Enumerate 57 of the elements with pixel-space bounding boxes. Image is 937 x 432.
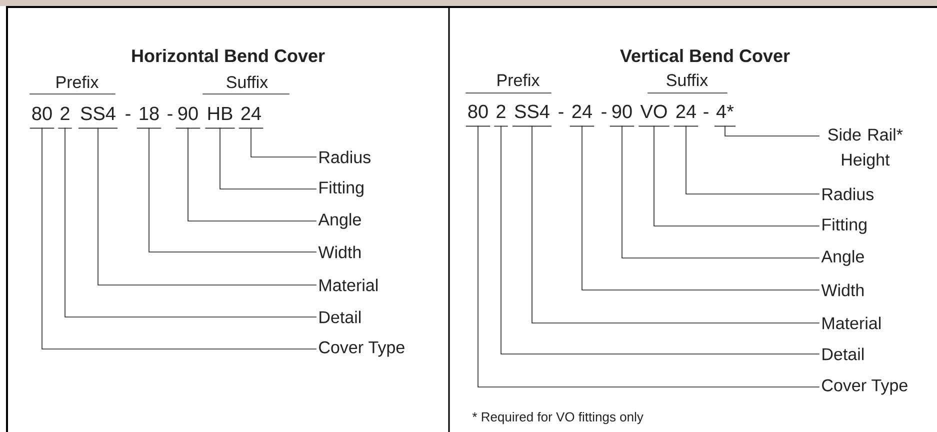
section-heading: Vertical Bend Cover (620, 48, 790, 62)
leader-line (686, 126, 820, 194)
leader-line (622, 126, 820, 258)
leader-line (64, 128, 316, 318)
group-label: Suffix (648, 74, 728, 94)
leader-line (724, 126, 820, 136)
group-label: Prefix (466, 74, 552, 94)
code-segment: 90 (610, 104, 634, 127)
separator-dash: - (558, 112, 564, 114)
footnote: * Required for VO fittings only (472, 412, 644, 424)
code-segment: SS4 (512, 104, 552, 127)
code-segment: 4* (714, 104, 736, 127)
code-segment: 80 (466, 104, 490, 127)
field-label: Angle (318, 213, 361, 229)
section-heading: Horizontal Bend Cover (132, 48, 325, 62)
code-segment: 2 (494, 104, 508, 127)
field-label: Radius (822, 188, 874, 200)
leader-line (478, 126, 820, 388)
field-label: Cover Type (319, 341, 404, 357)
code-segment: 18 (136, 106, 162, 129)
code-segment: 24 (570, 104, 594, 127)
code-segment: 2 (58, 106, 72, 129)
leader-line (42, 128, 316, 350)
field-label: Material (822, 316, 881, 330)
code-segment: HB (205, 106, 235, 129)
code-segment: 24 (238, 106, 264, 129)
field-label: Width (821, 284, 864, 296)
field-label: Side Rail* Height (828, 128, 903, 170)
code-segment: 80 (30, 106, 54, 129)
separator-dash: - (126, 114, 130, 116)
group-label: Prefix (30, 76, 116, 94)
code-segment: 90 (176, 106, 200, 129)
field-label: Cover Type (822, 379, 908, 395)
field-label: Fitting (822, 218, 866, 234)
leader-line (532, 126, 820, 324)
leader-line (220, 128, 316, 190)
field-label: Angle (821, 250, 864, 266)
code-segment: SS4 (78, 106, 118, 129)
leader-line (500, 126, 820, 354)
field-label: Width (318, 246, 361, 258)
leader-line (582, 126, 820, 290)
field-label: Fitting (320, 181, 364, 197)
field-label: Material (320, 278, 378, 292)
separator-dash: - (704, 112, 708, 114)
field-label: Detail (320, 310, 361, 324)
leader-line (98, 128, 316, 286)
separator-dash: - (168, 114, 172, 116)
field-label: Detail (822, 348, 864, 360)
code-segment: VO (638, 104, 670, 127)
leader-line (250, 128, 316, 158)
group-label: Suffix (202, 76, 290, 94)
code-segment: 24 (674, 104, 698, 127)
leader-line (188, 128, 316, 222)
leader-line (654, 126, 820, 226)
field-label: Radius (320, 150, 370, 164)
leader-line (148, 128, 316, 252)
separator-dash: - (602, 112, 606, 114)
